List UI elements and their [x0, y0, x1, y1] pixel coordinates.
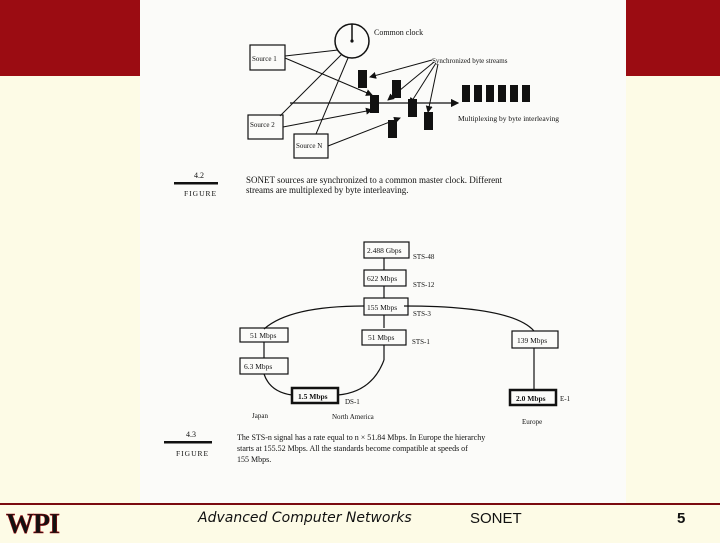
rate-51-center: 51 Mbps — [368, 333, 395, 342]
figure-4-3: 2.488 Gbps STS-48 622 Mbps STS-12 155 Mb… — [164, 241, 571, 464]
fig-4-3-caption-1: The STS-n signal has a rate equal to n ×… — [237, 433, 485, 442]
clock-label: Common clock — [374, 28, 423, 37]
rate-6-3: 6.3 Mbps — [244, 362, 272, 371]
europe-label: Europe — [522, 418, 542, 426]
rate-622: 622 Mbps — [367, 274, 397, 283]
fig-4-2-caption-2: streams are multiplexed by byte interlea… — [246, 185, 408, 195]
fig-4-2-number: 4.2 — [194, 171, 204, 180]
source-1-label: Source 1 — [252, 55, 277, 63]
japan-label: Japan — [252, 412, 268, 420]
wpi-logo: WPI — [4, 506, 72, 541]
clock-icon — [334, 23, 370, 59]
rate-1-5: 1.5 Mbps — [298, 392, 328, 401]
source-n-label: Source N — [296, 142, 322, 150]
rate-155: 155 Mbps — [367, 303, 397, 312]
rate-2-0: 2.0 Mbps — [516, 394, 546, 403]
fig-4-2-word: FIGURE — [184, 189, 217, 198]
page-number: 5 — [677, 510, 686, 527]
fig-4-2-caption-1: SONET sources are synchronized to a comm… — [246, 175, 503, 185]
fig-4-3-word: FIGURE — [176, 449, 209, 458]
topic-title: SONET — [470, 510, 522, 527]
sts-48-label: STS-48 — [413, 253, 435, 261]
rate-51-japan: 51 Mbps — [250, 331, 277, 340]
fig-4-3-caption-3: 155 Mbps. — [237, 455, 271, 464]
scanned-figure: Common clock Source 1 Source 2 Source N … — [140, 0, 626, 503]
sync-streams-label: Synchronized byte streams — [432, 57, 508, 65]
e-1-label: E-1 — [560, 395, 571, 403]
fig-4-3-caption-2: starts at 155.52 Mbps. All the standards… — [237, 444, 468, 453]
footer-divider — [0, 503, 720, 505]
course-title: Advanced Computer Networks — [198, 510, 412, 526]
source-2-label: Source 2 — [250, 121, 275, 129]
sts-1-label: STS-1 — [412, 338, 430, 346]
svg-text:WPI: WPI — [6, 509, 59, 538]
fig-4-3-number: 4.3 — [186, 430, 196, 439]
mux-label: Multiplexing by byte interleaving — [458, 114, 559, 123]
rate-139: 139 Mbps — [517, 336, 547, 345]
sts-12-label: STS-12 — [413, 281, 435, 289]
figure-4-2: Common clock Source 1 Source 2 Source N … — [174, 23, 559, 198]
north-america-label: North America — [332, 413, 375, 421]
ds-1-label: DS-1 — [345, 398, 360, 406]
sts-3-label: STS-3 — [413, 310, 431, 318]
rate-2488: 2.488 Gbps — [367, 246, 402, 255]
source-1-box — [249, 44, 286, 71]
